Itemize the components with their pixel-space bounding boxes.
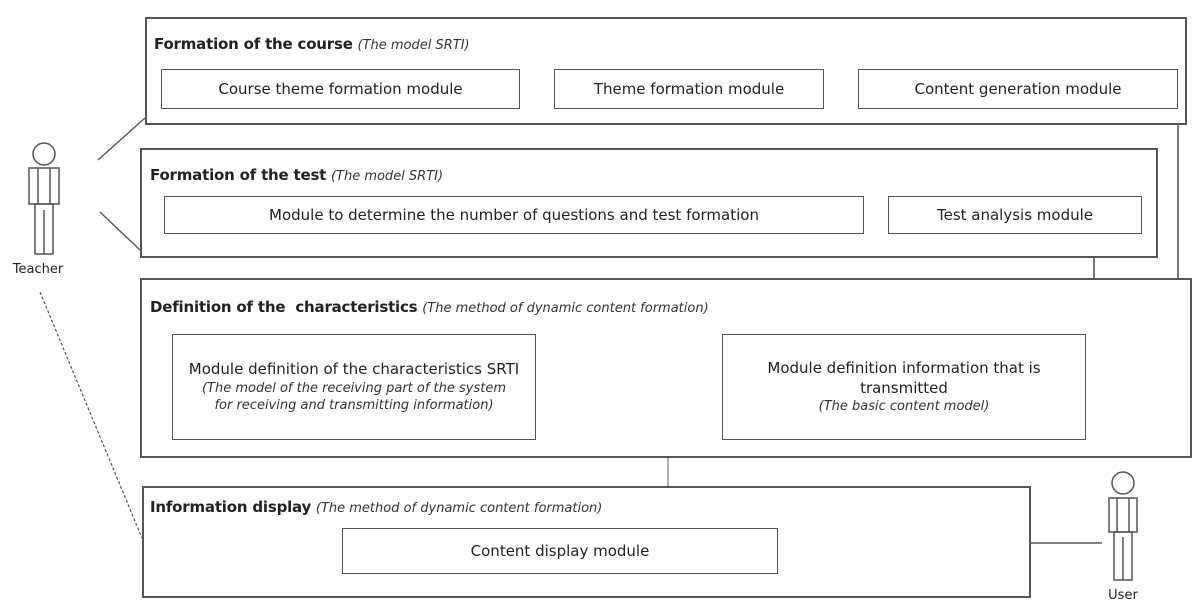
teacher-label: Teacher	[12, 262, 64, 277]
course-formation-subtitle: (The model SRTI)	[357, 38, 470, 53]
srti-characteristics-module: Module definition of the characteristics…	[172, 334, 536, 440]
characteristics-definition-frame: Definition of the characteristics (The m…	[140, 278, 1192, 458]
teacher-to-test-line	[99, 211, 141, 251]
test-formation-heading: Formation of the test (The model SRTI)	[150, 166, 443, 184]
teacher-to-course-line	[97, 117, 146, 161]
characteristics-definition-title: Definition of the characteristics	[150, 298, 418, 316]
transmitted-information-module-title: Module definition information that is tr…	[767, 358, 1041, 398]
transmitted-information-module-subtitle: (The basic content model)	[818, 399, 990, 415]
information-display-subtitle: (The method of dynamic content formation…	[315, 501, 603, 516]
course-formation-heading: Formation of the course (The model SRTI)	[154, 35, 470, 53]
user-actor-icon	[1108, 471, 1138, 581]
teacher-to-display-line	[39, 291, 143, 539]
characteristics-definition-heading: Definition of the characteristics (The m…	[150, 298, 709, 316]
content-display-module: Content display module	[342, 528, 778, 574]
theme-formation-module: Theme formation module	[554, 69, 824, 109]
characteristics-definition-subtitle: (The method of dynamic content formation…	[422, 301, 709, 316]
user-label: User	[1108, 588, 1138, 603]
test-formation-title: Formation of the test	[150, 166, 327, 184]
content-generation-module: Content generation module	[858, 69, 1178, 109]
test-formation-frame: Formation of the test (The model SRTI) M…	[140, 148, 1158, 258]
information-display-title: Information display	[150, 498, 312, 516]
information-display-frame: Information display (The method of dynam…	[142, 486, 1031, 598]
course-theme-formation-module: Course theme formation module	[161, 69, 520, 109]
srti-characteristics-module-subtitle: (The model of the receiving part of the …	[201, 380, 507, 414]
teacher-actor-icon	[28, 142, 60, 255]
transmitted-information-module: Module definition information that is tr…	[722, 334, 1086, 440]
srti-characteristics-module-title: Module definition of the characteristics…	[188, 360, 520, 379]
information-display-heading: Information display (The method of dynam…	[150, 498, 602, 516]
course-formation-frame: Formation of the course (The model SRTI)…	[145, 17, 1187, 125]
course-formation-title: Formation of the course	[154, 35, 353, 53]
questions-test-formation-module: Module to determine the number of questi…	[164, 196, 864, 234]
test-formation-subtitle: (The model SRTI)	[330, 169, 444, 184]
test-analysis-module: Test analysis module	[888, 196, 1142, 234]
